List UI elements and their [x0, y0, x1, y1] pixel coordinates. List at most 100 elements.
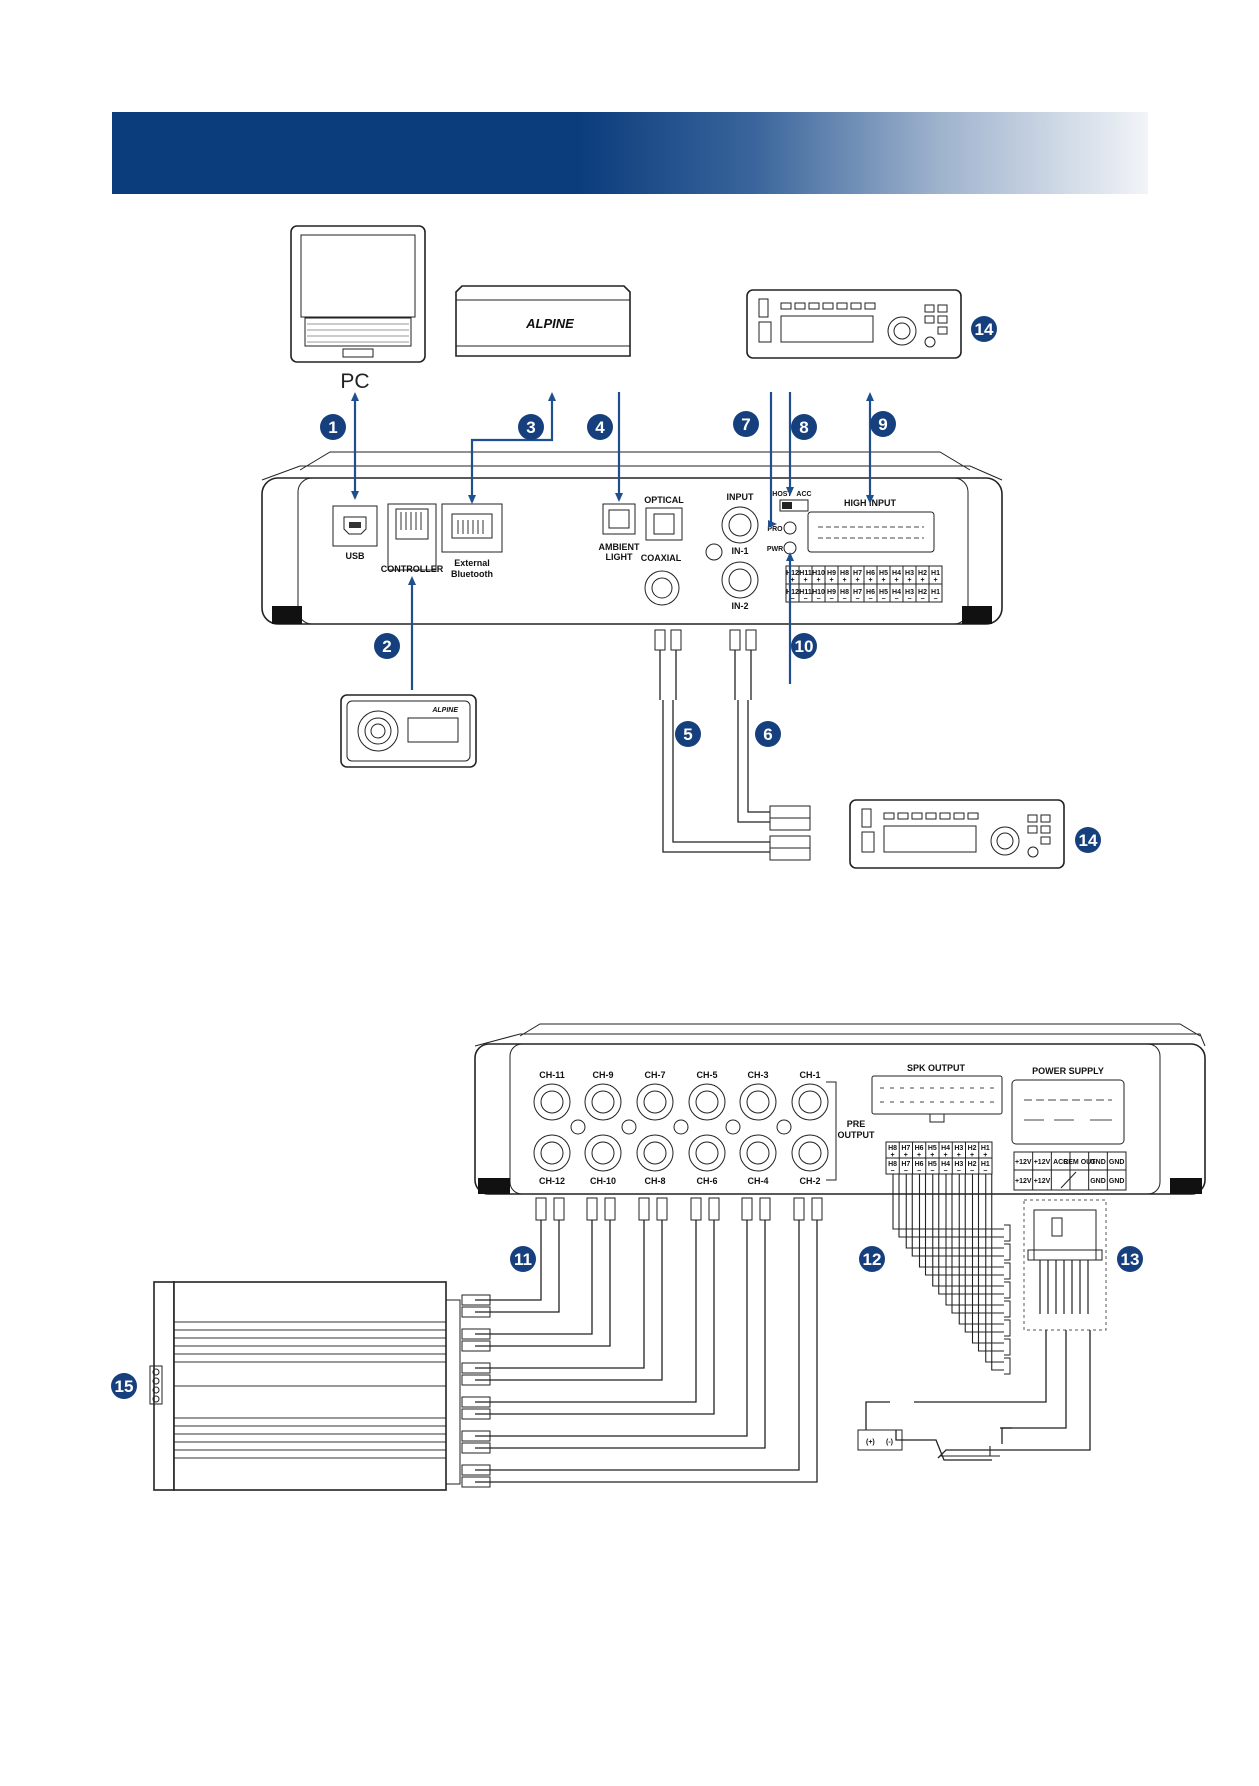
spk-terminal: H7: [901, 1161, 910, 1168]
minus-sign: −: [855, 596, 859, 603]
power-terminal: GND: [1090, 1159, 1106, 1166]
laptop-pc-icon: PC: [290, 225, 426, 393]
high-input-connector: HIGH INPUT H12+H11+H10+H9+H8+H7+H6+H5+H4…: [785, 498, 943, 603]
ch-label: CH-9: [592, 1070, 613, 1080]
plus-sign: +: [881, 577, 885, 584]
high-input-terminal: H1: [931, 570, 940, 577]
ch-label: CH-5: [696, 1070, 717, 1080]
external-amplifier: [149, 1281, 461, 1491]
high-input-terminal: H5: [879, 570, 888, 577]
minus-sign: −: [920, 596, 924, 603]
minus-sign: −: [907, 596, 911, 603]
callout-number: 10: [795, 637, 814, 656]
high-input-terminal: H11: [799, 570, 812, 577]
usb-label: USB: [345, 551, 365, 561]
spk-terminal: H8: [888, 1145, 897, 1152]
speaker-wires: [892, 1174, 1011, 1375]
optical-label: OPTICAL: [644, 495, 684, 505]
rca-jack: [533, 1083, 571, 1121]
processor-input-panel: USB CONTROLLER External Bluetooth AMBIEN…: [261, 451, 1003, 625]
usb-port: USB: [332, 505, 378, 561]
minus-sign: −: [803, 596, 807, 603]
host-acc-switch: HOST ACC: [772, 491, 812, 512]
callout-number: 6: [763, 725, 772, 744]
host-label: HOST: [772, 491, 792, 498]
pc-label: PC: [340, 370, 369, 393]
spk-terminal: H4: [941, 1161, 950, 1168]
high-input-terminal: H1: [931, 589, 940, 596]
high-input-terminal: H11: [799, 589, 812, 596]
controller-port: CONTROLLER: [381, 503, 444, 574]
plus-sign: +: [930, 1152, 934, 1159]
pre-output-label-2: OUTPUT: [838, 1130, 876, 1140]
callout-circle: [587, 414, 613, 440]
high-input-terminal: H12: [786, 570, 799, 577]
minus-sign: −: [881, 596, 885, 603]
ch-label: CH-3: [747, 1070, 768, 1080]
high-input-terminal: H4: [892, 589, 901, 596]
high-input-terminal: H2: [918, 570, 927, 577]
callout-number: 15: [115, 1377, 134, 1396]
top-connection-lines: [351, 392, 874, 690]
high-input-terminal: H9: [827, 570, 836, 577]
minus-sign: −: [983, 1168, 987, 1175]
optical-coaxial-ports: OPTICAL COAXIAL: [641, 495, 723, 606]
rca-jack: [533, 1134, 571, 1172]
high-input-terminal: H9: [827, 589, 836, 596]
plus-sign: +: [891, 1152, 895, 1159]
minus-sign: −: [894, 596, 898, 603]
remote-controller-device: ALPINE: [340, 694, 477, 768]
callout-number: 2: [382, 637, 391, 656]
spk-terminal: H1: [981, 1145, 990, 1152]
high-input-terminal: H7: [853, 570, 862, 577]
coaxial-label: COAXIAL: [641, 553, 682, 563]
alpine-logo: ALPINE: [525, 316, 574, 331]
high-input-terminal: H10: [812, 570, 825, 577]
high-input-terminal: H12: [786, 589, 799, 596]
callout-number: 13: [1121, 1250, 1140, 1269]
plus-sign: +: [983, 1152, 987, 1159]
callout-number: 1: [328, 418, 337, 437]
ch-label: CH-4: [747, 1176, 768, 1186]
minus-sign: −: [933, 596, 937, 603]
callout-number: 5: [683, 725, 692, 744]
battery-plus: (+): [866, 1439, 875, 1446]
ambient-light-port: AMBIENT LIGHT: [599, 503, 640, 562]
callout-circle: [675, 721, 701, 747]
callout-circle: [791, 414, 817, 440]
spk-output-label: SPK OUTPUT: [907, 1063, 966, 1073]
battery-minus: (-): [886, 1439, 893, 1446]
ambient-label-2: LIGHT: [606, 552, 633, 562]
ambient-label-1: AMBIENT: [599, 542, 640, 552]
plus-sign: +: [920, 577, 924, 584]
power-terminal: GND: [1090, 1178, 1106, 1185]
pwr-label: PWR: [767, 546, 783, 553]
power-harness: (+) (-): [857, 1199, 1107, 1461]
minus-sign: −: [917, 1168, 921, 1175]
callout-circle: [111, 1373, 137, 1399]
spk-terminal: H2: [968, 1161, 977, 1168]
minus-sign: −: [957, 1168, 961, 1175]
pre-output-label-1: PRE: [847, 1119, 866, 1129]
rca-jack: [584, 1083, 622, 1121]
callout-circle: [733, 411, 759, 437]
callout-circle: [1117, 1246, 1143, 1272]
spk-terminal: H2: [968, 1145, 977, 1152]
callout-number: 4: [595, 418, 605, 437]
plus-sign: +: [917, 1152, 921, 1159]
ch-label: CH-7: [644, 1070, 665, 1080]
ch-label: CH-12: [539, 1176, 565, 1186]
high-input-terminal: H6: [866, 570, 875, 577]
minus-sign: −: [970, 1168, 974, 1175]
alpine-bluetooth-module: ALPINE: [455, 285, 631, 357]
high-input-terminal: H8: [840, 570, 849, 577]
high-input-terminal: H8: [840, 589, 849, 596]
rca-jack: [636, 1083, 674, 1121]
minus-sign: −: [816, 596, 820, 603]
callout-circle: [1075, 827, 1101, 853]
plus-sign: +: [803, 577, 807, 584]
callout-circle: [791, 633, 817, 659]
callout-number: 14: [1079, 831, 1098, 850]
minus-sign: −: [944, 1168, 948, 1175]
